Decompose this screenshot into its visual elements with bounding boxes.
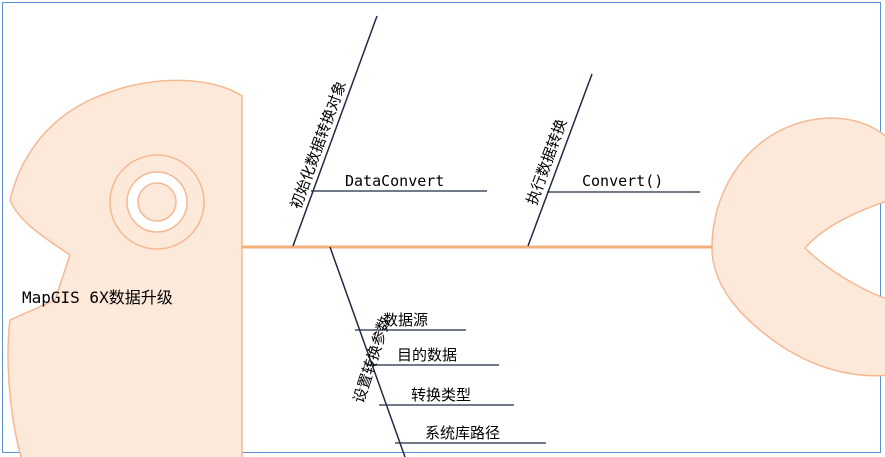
branch-params-label: 设置转换参数 bbox=[350, 314, 395, 405]
branch-execute-line bbox=[527, 73, 593, 247]
branch-params-item-0: 数据源 bbox=[383, 311, 428, 329]
fish-head bbox=[7, 79, 243, 457]
branch-params-item-2: 转换类型 bbox=[411, 386, 471, 404]
branch-params-item-3: 系统库路径 bbox=[425, 424, 500, 442]
head-label: MapGIS 6X数据升级 bbox=[22, 288, 173, 307]
branch-execute-item-0: Convert() bbox=[582, 172, 663, 190]
branch-params-item-1: 目的数据 bbox=[397, 346, 457, 364]
fish-tail bbox=[711, 117, 885, 377]
branch-params-line bbox=[329, 246, 406, 457]
branch-init-line bbox=[292, 15, 378, 247]
branch-init-item-0: DataConvert bbox=[345, 172, 444, 190]
fish-eye-pupil bbox=[137, 182, 177, 222]
